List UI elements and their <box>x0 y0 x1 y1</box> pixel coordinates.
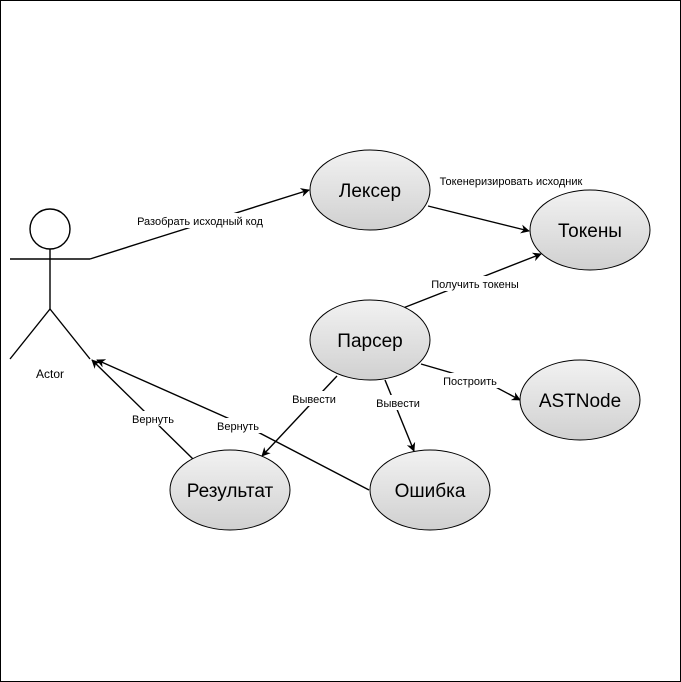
tokens-label: Токены <box>558 221 622 242</box>
edge-label-output-result: Вывести <box>292 394 336 406</box>
edge-label-return-result: Вернуть <box>132 414 174 426</box>
tokens-ellipse <box>529 189 651 271</box>
use-case-result[interactable]: Результат <box>169 449 291 531</box>
edge-label-parse-source: Разобрать исходный код <box>137 216 263 228</box>
edge-label-bg <box>289 391 339 406</box>
use-case-error[interactable]: Ошибка <box>369 449 491 531</box>
edge-actor-to-lexer[interactable] <box>89 188 310 260</box>
edge-label-return-error: Вернуть <box>217 421 259 433</box>
edge-parser-to-error[interactable] <box>384 379 416 452</box>
edge-label-bg <box>373 395 423 410</box>
edge-label-tokenize-source: Токенеризировать исходник <box>440 176 583 188</box>
use-case-tokens[interactable]: Токены <box>529 189 651 271</box>
edge-parser-to-result[interactable] <box>261 375 338 457</box>
edge-label-bg <box>441 373 499 388</box>
actor-left-leg <box>9 308 51 360</box>
error-label: Ошибка <box>395 481 466 502</box>
edge-result-to-actor[interactable] <box>91 359 195 461</box>
error-ellipse <box>369 449 491 531</box>
parser-label: Парсер <box>337 331 402 352</box>
edge-label-build: Построить <box>443 376 497 388</box>
edge-label-output-error: Вывести <box>376 398 420 410</box>
astnode-label: ASTNode <box>539 391 621 412</box>
actor-head <box>29 208 71 250</box>
lexer-ellipse <box>309 149 431 231</box>
edge-lexer-to-tokens[interactable] <box>427 205 530 234</box>
use-case-astnode[interactable]: ASTNode <box>519 359 641 441</box>
edge-label-bg <box>214 418 264 433</box>
result-ellipse <box>169 449 291 531</box>
edge-label-bg <box>428 276 522 291</box>
lexer-label: Лексер <box>339 181 401 202</box>
parser-ellipse <box>309 299 431 381</box>
use-case-lexer[interactable]: Лексер <box>309 149 431 231</box>
edge-label-get-tokens: Получить токены <box>431 279 519 291</box>
edge-label-bg <box>128 411 178 426</box>
actor-right-leg <box>49 308 91 360</box>
astnode-ellipse <box>519 359 641 441</box>
edge-label-bg <box>135 213 265 228</box>
actor-label: Actor <box>36 367 64 381</box>
result-label: Результат <box>187 481 274 502</box>
use-case-parser[interactable]: Парсер <box>309 299 431 381</box>
edge-labels: Разобрать исходный код Токенеризировать … <box>128 176 583 433</box>
actor-figure[interactable]: Actor <box>9 208 91 381</box>
